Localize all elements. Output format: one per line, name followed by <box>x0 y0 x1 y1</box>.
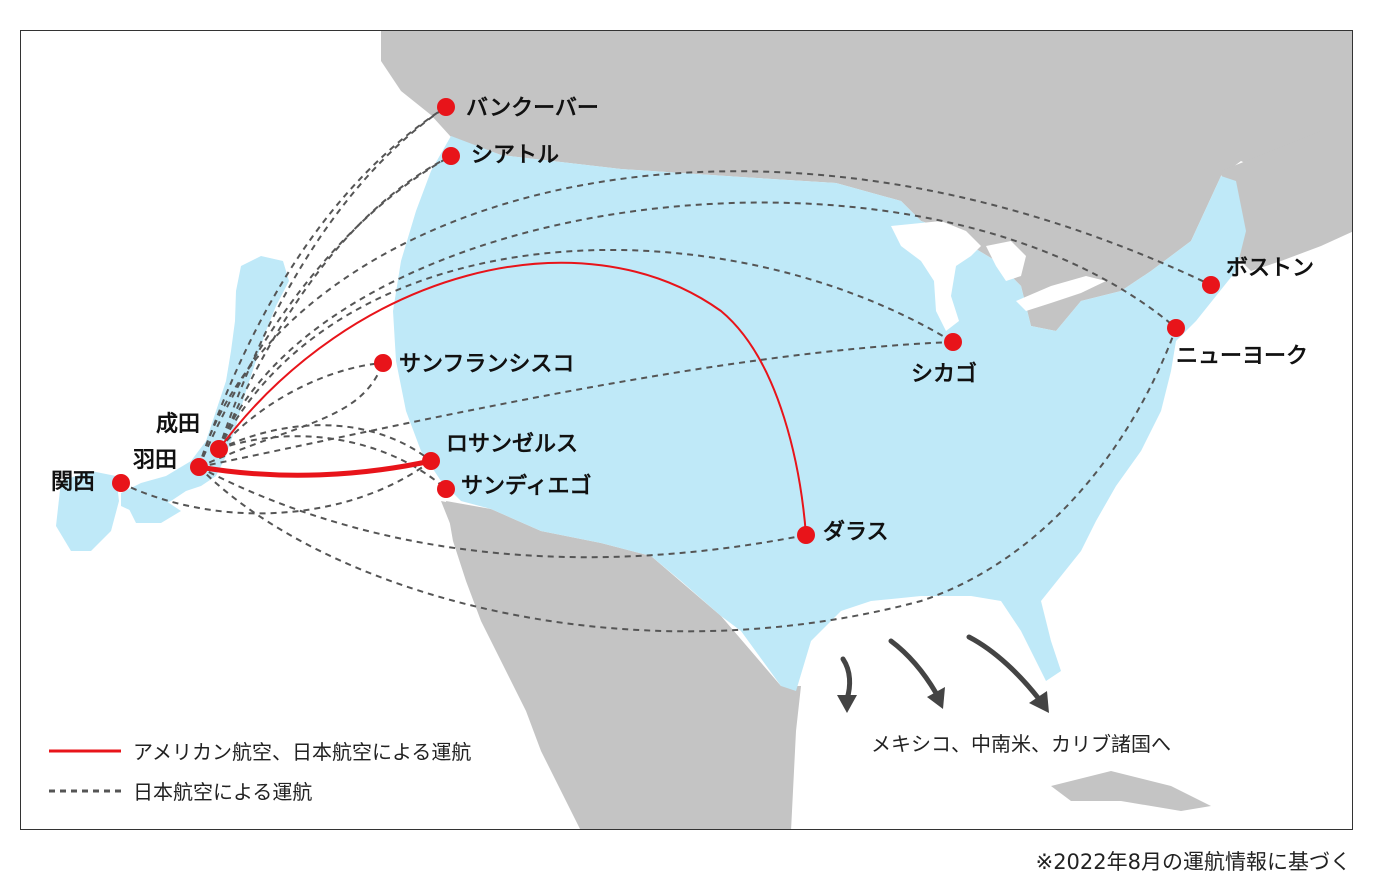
kyushu-landmass <box>56 471 119 551</box>
route-haneda-losangeles <box>198 458 432 478</box>
arrow-icon <box>966 634 1042 702</box>
city-label-chicago: シカゴ <box>911 361 977 387</box>
arrowhead-icon <box>1029 691 1049 713</box>
route-narita-newyork <box>218 201 1177 450</box>
arrow-icon <box>840 656 853 702</box>
footnote: ※2022年8月の運航情報に基づく <box>1035 850 1351 874</box>
solid-routes <box>198 261 807 536</box>
city-dots <box>112 98 1220 544</box>
japan-landmass <box>121 256 289 513</box>
city-label-dallas: ダラス <box>823 519 889 545</box>
city-dot-sandiego <box>437 480 455 498</box>
route-narita-sanfrancisco <box>218 362 384 450</box>
route-map: バンクーバー シアトル ボストン シカゴ ニューヨーク サンフランシスコ 成田 … <box>20 30 1353 830</box>
maritime-landmass <box>1221 126 1352 271</box>
land-layer <box>56 31 1352 829</box>
city-label-seattle: シアトル <box>471 143 559 168</box>
city-dot-narita <box>210 440 228 458</box>
arrowhead-icon <box>927 687 945 709</box>
city-labels: バンクーバー シアトル ボストン シカゴ ニューヨーク サンフランシスコ 成田 … <box>51 96 1314 545</box>
route-haneda-boston <box>198 170 1212 468</box>
city-label-kansai: 関西 <box>51 470 95 495</box>
route-narita-dallas <box>218 261 807 536</box>
usa-landmass <box>393 136 1246 691</box>
city-dot-kansai <box>112 474 130 492</box>
mexico-landmass <box>446 501 801 829</box>
city-label-sandiego: サンディエゴ <box>461 473 591 499</box>
city-label-haneda: 羽田 <box>133 448 177 473</box>
city-label-losangeles: ロサンゼルス <box>446 432 578 457</box>
lake-huron <box>986 241 1026 281</box>
route-haneda-vancouver <box>198 106 447 468</box>
legend-solid-label: アメリカン航空、日本航空による運航 <box>133 740 471 764</box>
route-haneda-chicago <box>198 341 954 468</box>
shikoku-landmass <box>129 501 181 523</box>
city-label-newyork: ニューヨーク <box>1176 344 1308 369</box>
latin-america-note: メキシコ、中南米、カリブ諸国へ <box>871 732 1171 756</box>
great-lakes <box>891 221 981 331</box>
city-label-narita: 成田 <box>156 412 200 437</box>
city-dot-newyork <box>1167 319 1185 337</box>
route-haneda-seattle <box>198 155 452 468</box>
legend: アメリカン航空、日本航空による運航 日本航空による運航 <box>49 740 471 804</box>
city-dot-dallas <box>797 526 815 544</box>
city-label-boston: ボストン <box>1226 256 1314 281</box>
arrow-icon <box>888 638 939 696</box>
legend-dashed-label: 日本航空による運航 <box>133 780 312 804</box>
route-narita-losangeles <box>218 424 432 462</box>
route-haneda-dallas <box>198 466 807 559</box>
cuba-landmass <box>1051 771 1211 811</box>
lake-erie <box>1016 276 1106 311</box>
city-label-vancouver: バンクーバー <box>466 96 599 121</box>
city-dot-chicago <box>944 333 962 351</box>
city-dot-seattle <box>442 147 460 165</box>
city-dot-vancouver <box>437 98 455 116</box>
city-label-sanfrancisco: サンフランシスコ <box>399 352 574 377</box>
route-haneda-newyork <box>198 327 1177 633</box>
city-dot-sanfrancisco <box>374 354 392 372</box>
route-narita-sandiego <box>218 435 447 490</box>
route-narita-chicago <box>218 248 954 450</box>
city-dot-haneda <box>190 458 208 476</box>
arrowhead-icon <box>837 695 857 713</box>
city-dot-losangeles <box>422 452 440 470</box>
arrowheads <box>837 687 1049 713</box>
dashed-routes <box>120 106 1212 633</box>
route-narita-seattle <box>218 155 452 450</box>
baja-landmass <box>441 501 561 721</box>
route-kansai-losangeles <box>120 460 432 515</box>
city-dot-boston <box>1202 276 1220 294</box>
